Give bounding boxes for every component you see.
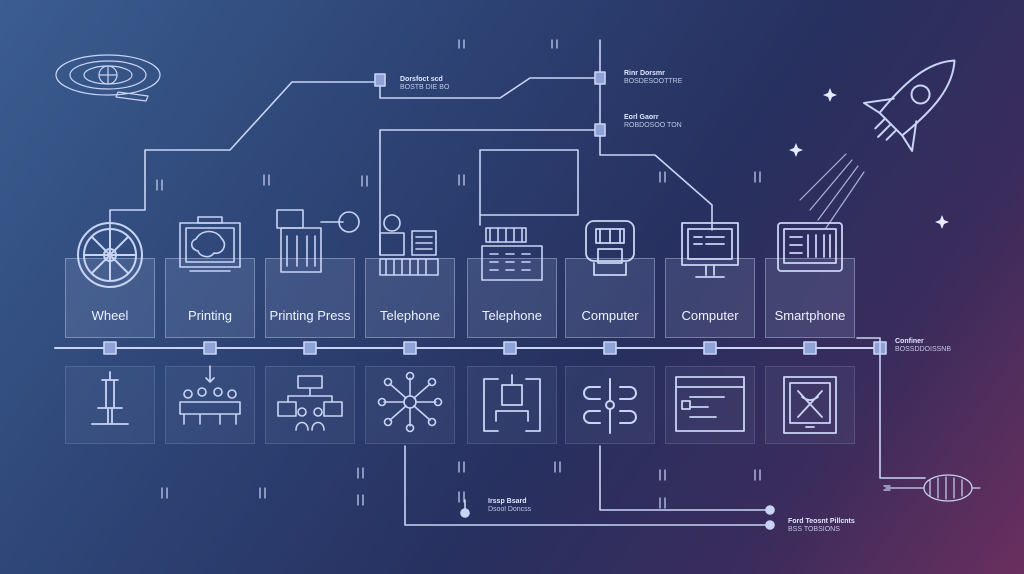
smartphone-icon <box>777 222 843 272</box>
stage-label: Smartphone <box>774 308 846 323</box>
stage-label: Computer <box>581 308 639 323</box>
stage-card-smartphone[interactable]: Smartphone <box>765 258 855 338</box>
stage-label: Telephone <box>380 308 440 323</box>
annotation-sub: BSS TOBSIONS <box>788 526 840 533</box>
right-branch-line <box>856 337 926 479</box>
stage-label: Telephone <box>482 308 542 323</box>
bottom-branch-line-1 <box>404 445 771 526</box>
wheel-icon <box>77 222 143 288</box>
telephone-keypad-icon <box>481 227 543 281</box>
stage-label: Printing <box>187 308 233 323</box>
computer-chip-icon <box>585 220 635 276</box>
annotation: Rinr Dorsmr BOSDESOOTTRE <box>624 70 682 86</box>
annotation-title: Eorl Gaorr <box>624 114 659 121</box>
circuit-icon <box>483 374 541 432</box>
stage-card-printing[interactable]: Printing <box>165 258 255 338</box>
annotation: Eorl Gaorr ROBDOSOO TON <box>624 114 682 130</box>
annotation-title: Irssp Bsard <box>488 498 527 505</box>
telephone-switchboard-icon <box>379 214 439 276</box>
stage-card-computer-2[interactable]: Computer <box>665 258 755 338</box>
stage-card-wheel[interactable]: Wheel <box>65 258 155 338</box>
annotation: Confiner BOSSDDOISSNB <box>895 338 951 354</box>
annotation-sub: Dsool Doncss <box>488 506 532 513</box>
upper-connector-lines <box>109 39 713 256</box>
stage-label: Wheel <box>91 308 129 323</box>
annotation-sub: ROBDOSOO TON <box>624 122 682 129</box>
sparkle-icon <box>789 88 949 229</box>
lower-card <box>467 366 557 444</box>
web-window-icon <box>675 376 745 432</box>
annotation-sub: BOSDESOOTTRE <box>624 78 683 85</box>
annotation-title: Dorsfoct scd <box>400 76 443 83</box>
lower-card <box>165 366 255 444</box>
stage-card-telephone-1[interactable]: Telephone <box>365 258 455 338</box>
stage-label: Printing Press <box>269 308 351 323</box>
annotation-sub: BOSSDDOISSNB <box>895 346 952 353</box>
annotation-title: Rinr Dorsmr <box>624 70 665 77</box>
rail-nodes <box>103 341 887 355</box>
lower-card <box>665 366 755 444</box>
annotation-title: Confiner <box>895 338 924 345</box>
printing-icon <box>179 216 241 272</box>
lower-card <box>365 366 455 444</box>
stage-card-computer-1[interactable]: Computer <box>565 258 655 338</box>
lower-card <box>565 366 655 444</box>
audience-icon <box>179 365 241 425</box>
network-hub-icon <box>377 371 443 433</box>
lower-card <box>265 366 355 444</box>
lower-card <box>65 366 155 444</box>
annotation-title: Ford Teosnt Pillcnts <box>788 518 855 525</box>
stage-card-printing-press[interactable]: Printing Press <box>265 258 355 338</box>
annotation: Dorsfoct scd BOSTB DIE BO <box>400 76 449 92</box>
lower-card <box>765 366 855 444</box>
printing-press-icon <box>276 209 360 273</box>
satellite-probe-icon <box>883 474 981 502</box>
server-bars-icon <box>583 378 637 434</box>
annotation: Irssp Bsard Dsool Doncss <box>488 498 531 514</box>
rocket-trail <box>799 153 865 229</box>
bottom-branch-line-2 <box>599 445 771 511</box>
annotation: Ford Teosnt Pillcnts BSS TOBSIONS <box>788 518 855 534</box>
tablet-icon <box>783 376 837 434</box>
rocket-icon <box>862 59 956 153</box>
orbit-globe-icon <box>55 54 161 102</box>
org-chart-icon <box>277 375 343 431</box>
stage-label: Computer <box>681 308 739 323</box>
drafting-table-icon <box>91 371 129 425</box>
tick-marks <box>156 39 761 509</box>
stage-card-telephone-2[interactable]: Telephone <box>467 258 557 338</box>
annotation-sub: BOSTB DIE BO <box>400 84 450 91</box>
computer-monitor-icon <box>681 222 739 278</box>
